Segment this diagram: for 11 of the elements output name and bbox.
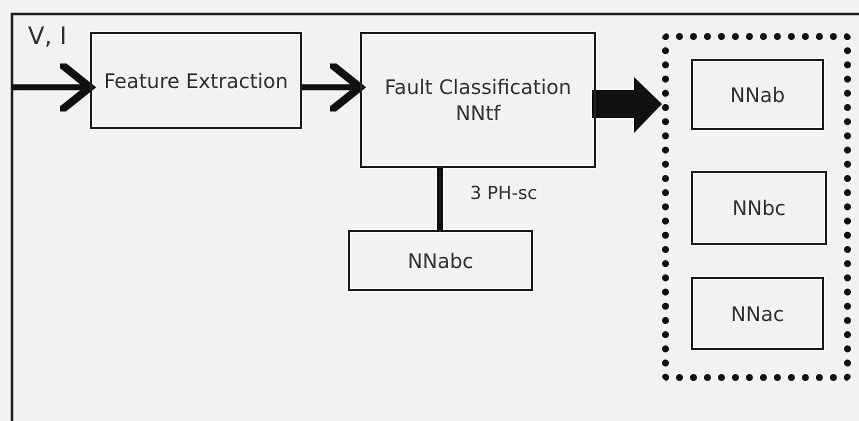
- process-box: Fault Classification NNtf: [360, 32, 596, 168]
- dotted-group-box: [662, 33, 851, 381]
- connector-line: [437, 168, 443, 230]
- block-arrow: [592, 77, 662, 133]
- process-box: NNac: [691, 277, 824, 350]
- process-box: NNab: [691, 59, 824, 130]
- edge-label: 3 PH-sc: [470, 183, 538, 204]
- process-box: Feature Extraction: [90, 32, 302, 129]
- signal-label: V, I: [28, 22, 67, 50]
- process-box: NNbc: [691, 171, 827, 245]
- process-box: NNabc: [348, 230, 533, 291]
